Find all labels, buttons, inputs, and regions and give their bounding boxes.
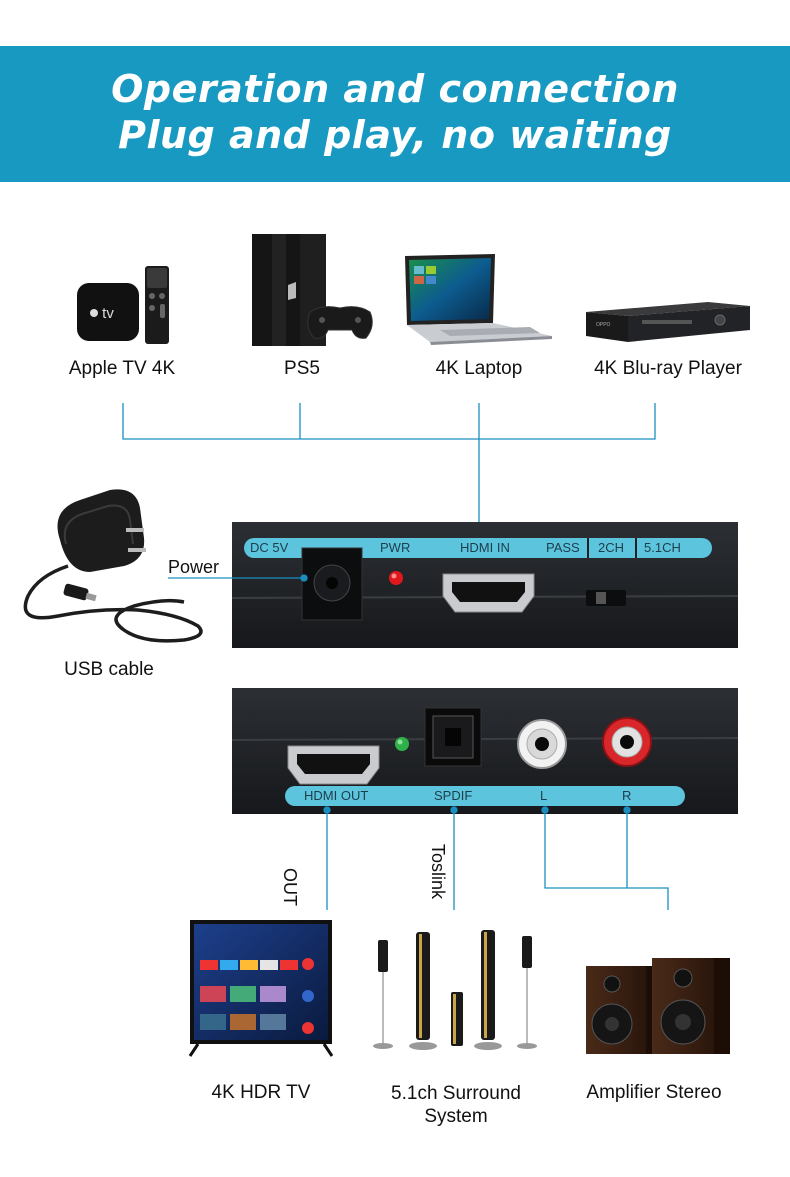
output-label-surround-line1: 5.1ch Surround <box>391 1083 521 1104</box>
output-connector-lines <box>323 806 669 910</box>
front-label-dc5v: DC 5V <box>250 540 289 555</box>
laptop-icon <box>405 254 552 345</box>
power-label: Power <box>168 557 220 577</box>
speaker-tower-icon <box>373 930 537 1050</box>
rear-label-r: R <box>622 788 632 803</box>
front-label-5-1ch: 5.1CH <box>644 540 681 555</box>
source-label-laptop: 4K Laptop <box>435 358 523 379</box>
front-panel-device <box>231 522 739 648</box>
status-led-icon <box>395 737 409 751</box>
usb-cable-label: USB cable <box>64 659 154 680</box>
game-console-icon <box>252 234 373 346</box>
source-label-apple-tv: Apple TV 4K <box>68 358 176 379</box>
stereo-speakers-icon <box>586 958 730 1054</box>
svg-text:OPPO: OPPO <box>596 322 611 328</box>
rca-right-port-icon <box>602 717 652 767</box>
tv-icon <box>188 920 334 1057</box>
toslink-label: Toslink <box>428 844 448 900</box>
source-label-bluray: 4K Blu-ray Player <box>594 358 742 379</box>
rear-panel-device <box>231 688 739 814</box>
front-label-pass: PASS <box>546 540 580 555</box>
banner-title-line2: Plug and play, no waiting <box>118 113 672 157</box>
rear-label-hdmi-out: HDMI OUT <box>304 788 369 803</box>
output-label-surround: 5.1ch Surround System <box>376 1082 536 1128</box>
apple-tv-icon: tv <box>77 266 169 344</box>
bluray-player-icon: OPPO <box>586 302 750 342</box>
output-label-tv: 4K HDR TV <box>211 1082 311 1103</box>
source-label-ps5: PS5 <box>284 358 320 379</box>
front-label-hdmi-in: HDMI IN <box>460 540 510 555</box>
front-label-2ch: 2CH <box>598 540 625 555</box>
output-label-amplifier: Amplifier Stereo <box>586 1082 722 1103</box>
power-led-icon <box>389 571 403 585</box>
rear-label-l: L <box>540 788 548 803</box>
output-label-surround-line2: System <box>424 1106 488 1127</box>
rear-label-spdif: SPDIF <box>434 788 473 803</box>
rear-panel-label-strip <box>285 786 685 806</box>
header-banner: Operation and connection Plug and play, … <box>0 46 790 182</box>
svg-text:tv: tv <box>102 305 114 322</box>
front-label-pwr: PWR <box>380 540 411 555</box>
banner-title-line1: Operation and connection <box>111 67 679 111</box>
power-connector-line <box>168 574 308 582</box>
rca-left-port-icon <box>517 719 567 769</box>
out-label: OUT <box>280 868 300 906</box>
power-adapter-icon <box>23 489 203 643</box>
